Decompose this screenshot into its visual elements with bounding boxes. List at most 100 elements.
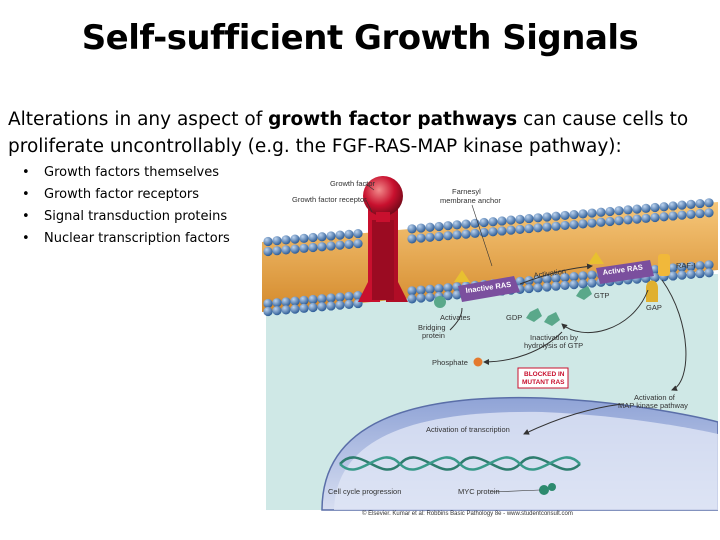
receptor-label: Growth factor receptor [292, 195, 367, 204]
phospholipid-head [695, 198, 705, 209]
phospholipid-head [299, 243, 309, 253]
phospholipid-head [326, 301, 336, 311]
phospholipid-head [560, 272, 570, 283]
phospholipid-head [407, 286, 417, 296]
phospholipid-head [452, 220, 462, 230]
phospholipid-head [281, 245, 291, 255]
phospholipid-head [587, 270, 597, 280]
transcription-label: Activation of transcription [426, 425, 510, 434]
figure-credit: © Elsevier. Kumar et al: Robbins Basic P… [362, 510, 573, 517]
nucleus [321, 396, 718, 511]
phospholipid-head [425, 292, 435, 302]
phospholipid-head [551, 221, 561, 231]
phospholipid-head [425, 284, 435, 294]
phospholipid-head [308, 242, 318, 253]
raf-label: RAF-I [676, 261, 696, 270]
phospholipid-head [578, 279, 588, 289]
phospholipid-head [686, 199, 696, 209]
phospholipid-head [308, 294, 318, 305]
phospholipid-head [272, 246, 282, 256]
phospholipid-head [560, 220, 570, 231]
bridging-label-2: protein [422, 331, 445, 340]
myc-protein [539, 483, 556, 495]
bridging-protein: Bridging protein [418, 296, 446, 340]
phospholipid-head [551, 273, 561, 283]
pathway-figure: Inactive RAS Active RAS RAF-I GAP GTP GD… [262, 172, 718, 520]
phospholipid-head [515, 224, 525, 234]
phospholipid-head [272, 306, 282, 316]
phospholipid-head [434, 283, 444, 294]
myc-label: MYC protein [458, 487, 500, 496]
phospholipid-head [686, 261, 696, 271]
phospholipid-head [695, 208, 705, 219]
phospholipid-head [461, 219, 471, 229]
pathway-diagram: Inactive RAS Active RAS RAF-I GAP GTP GD… [262, 176, 718, 517]
phospholipid-head [290, 296, 300, 306]
phospholipid-head [317, 242, 327, 252]
phospholipid-head [497, 216, 507, 226]
phospholipid-head [578, 209, 588, 219]
phospholipid-head [587, 278, 597, 288]
phospholipid-head [416, 233, 426, 243]
phospholipid-head [569, 220, 579, 230]
phospholipid-head [290, 234, 300, 244]
dna-helix [339, 456, 581, 471]
phospholipid-head [443, 231, 453, 241]
phospholipid-head [605, 216, 615, 227]
phospholipid-head [677, 262, 687, 272]
bullet-list: Growth factors themselves Growth factor … [22, 162, 230, 250]
phospholipid-head [434, 231, 444, 242]
phospholipid-head [551, 211, 561, 221]
phospholipid-head [677, 270, 687, 280]
phospholipid-head [515, 214, 525, 224]
blocked-label-1: BLOCKED IN [524, 371, 565, 378]
phospholipid-head [308, 232, 318, 243]
phospholipid-head [416, 223, 426, 233]
phospholipid-head [425, 222, 435, 232]
phospholipid-head [524, 213, 534, 224]
growth-factor-receptor [358, 204, 408, 302]
phospholipid-head [614, 216, 624, 226]
phospholipid-head [623, 215, 633, 225]
phospholipid-head [335, 230, 345, 240]
membrane-anchor-label: membrane anchor [440, 196, 501, 205]
phospholipid-head [335, 292, 345, 302]
phospholipid-head [650, 202, 660, 213]
phospholipid-head [317, 232, 327, 242]
intro-text-end: can cause cells to proliferate uncontrol… [8, 109, 689, 157]
gap-protein: GAP [646, 280, 662, 312]
phospholipid-head [614, 206, 624, 216]
phospholipid-head [344, 229, 354, 239]
phospholipid-head [263, 246, 273, 257]
phospholipid-head [326, 241, 336, 251]
phospholipid-head [479, 217, 489, 228]
gdp-label: GDP [506, 313, 522, 322]
gdp-ball: GDP [506, 308, 560, 326]
phospholipid-head [425, 232, 435, 242]
phospholipid-head [335, 240, 345, 250]
phospholipid-head [560, 210, 570, 221]
bullet-item: Growth factors themselves [22, 162, 230, 184]
cell-cycle-label: Cell cycle progression [328, 487, 401, 496]
phospholipid-head [263, 306, 273, 317]
phospholipid-head [668, 201, 678, 211]
phospholipid-head [452, 230, 462, 240]
phospholipid-head [263, 236, 273, 247]
phospholipid-head [281, 235, 291, 245]
inactivation-label-2: hydrolysis of GTP [524, 341, 583, 350]
phospholipid-head [668, 263, 678, 273]
phospholipid-head [281, 297, 291, 307]
phospholipid-head [677, 210, 687, 220]
phospholipid-head [326, 293, 336, 303]
phospholipid-head [434, 221, 444, 232]
phospholipid-head [353, 228, 363, 239]
phospholipid-head [686, 209, 696, 219]
phospholipid-head [677, 200, 687, 210]
intro-paragraph: Alterations in any aspect of growth fact… [8, 106, 713, 160]
phospholipid-head [407, 234, 417, 244]
phospholipid-head [569, 210, 579, 220]
phospholipid-head [290, 304, 300, 314]
phospholipid-head [488, 217, 498, 227]
phospholipid-head [587, 218, 597, 228]
bridging-label-1: Bridging [418, 323, 446, 332]
